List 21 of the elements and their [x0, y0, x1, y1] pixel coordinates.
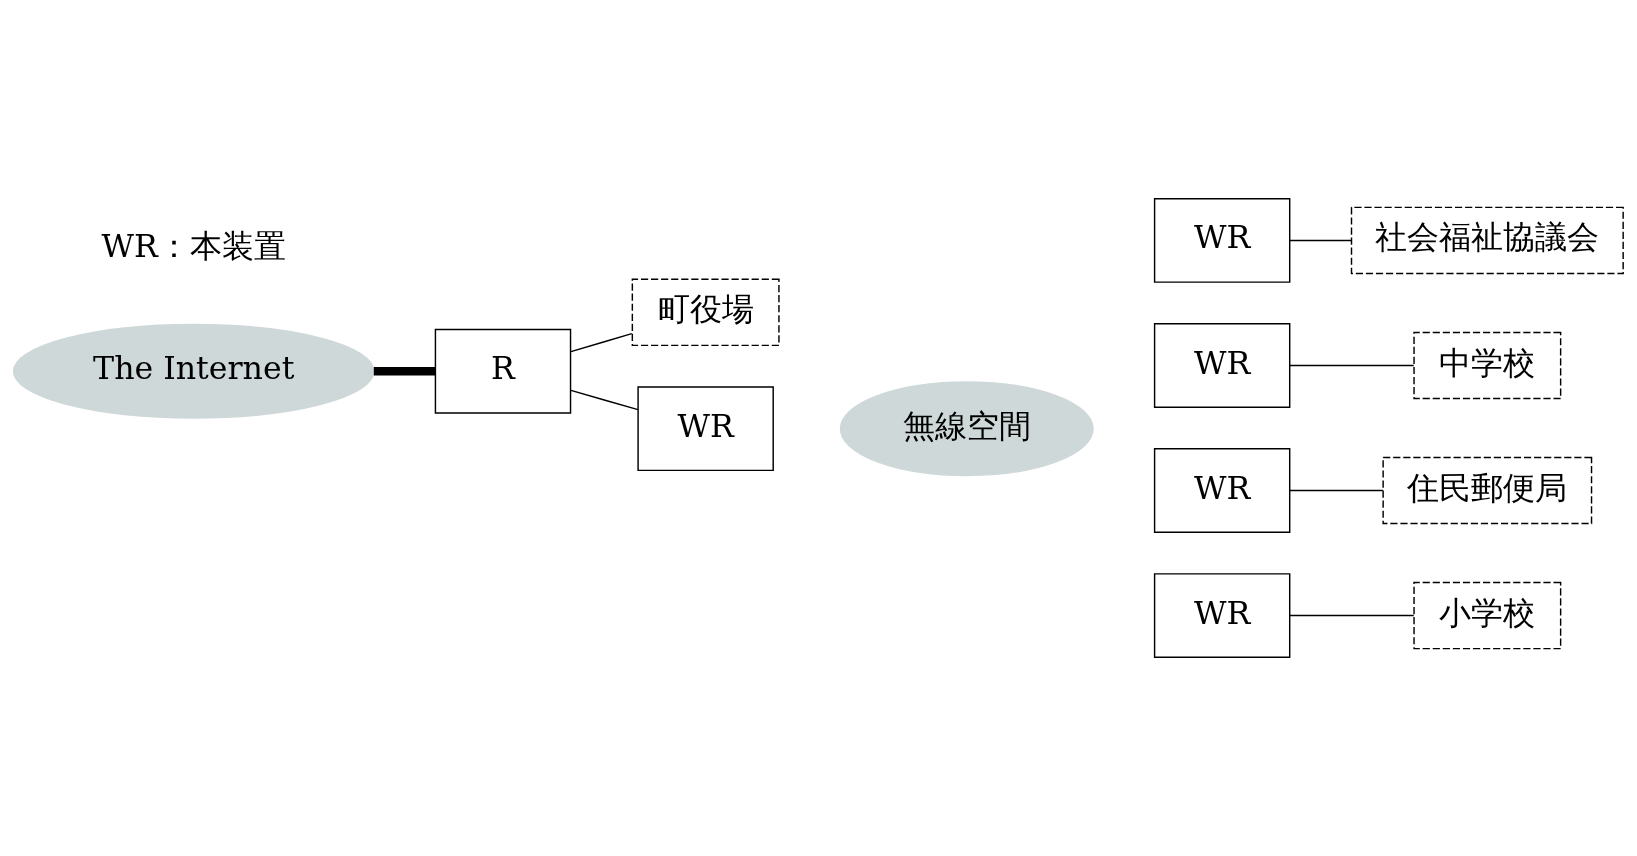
- connector: [1289, 489, 1384, 492]
- node-ellipse: 無線空間: [839, 381, 1094, 477]
- connector: [373, 366, 436, 376]
- connector: [570, 332, 633, 353]
- node-box: 社会福祉協議会: [1350, 206, 1624, 275]
- connector: [570, 389, 639, 411]
- node-box: R: [434, 328, 572, 414]
- node-box: 小学校: [1413, 581, 1562, 650]
- node-box: WR: [1153, 573, 1291, 658]
- node-box: WR: [637, 386, 774, 472]
- node-box: 町役場: [631, 278, 780, 347]
- connector: [1289, 364, 1415, 367]
- node-box: 中学校: [1413, 331, 1562, 400]
- node-box: WR: [1153, 448, 1291, 533]
- connector: [1289, 614, 1415, 617]
- node-box: WR: [1153, 323, 1291, 408]
- node-box: WR: [1153, 198, 1291, 283]
- label: WR：本装置: [101, 228, 286, 265]
- connector: [1289, 239, 1352, 242]
- node-box: 住民郵便局: [1382, 456, 1593, 525]
- node-ellipse: The Internet: [12, 323, 375, 419]
